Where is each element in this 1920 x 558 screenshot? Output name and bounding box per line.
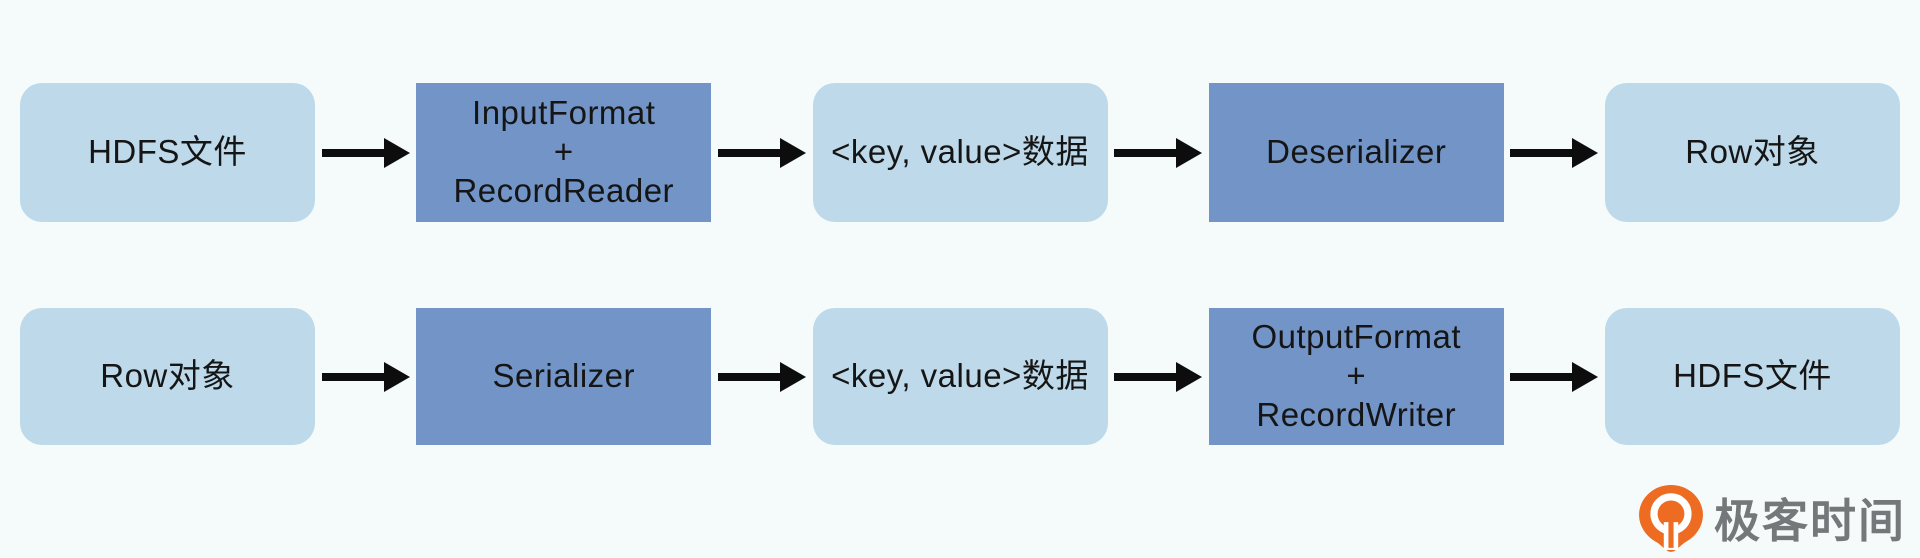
flow-arrow-cell [1504,308,1605,445]
geektime-logo-text: 极客时间 [1714,495,1906,547]
deserialization-flow-row: HDFS文件 InputFormat + RecordReader <key, … [20,83,1900,222]
node-row-object: Row对象 [1605,83,1900,222]
flow-arrow-cell [1108,83,1209,222]
node-serializer: Serializer [416,308,712,445]
right-arrow-icon [717,137,806,168]
node-hdfs-file: HDFS文件 [1605,308,1900,445]
geektime-logo: 极客时间 [1638,484,1906,552]
flow-arrow-cell [711,83,812,222]
right-arrow-icon [1114,361,1203,392]
right-arrow-icon [321,137,410,168]
flow-arrow-cell [1504,83,1605,222]
node-hdfs-file: HDFS文件 [20,83,315,222]
right-arrow-icon [321,361,410,392]
flow-arrow-cell [711,308,812,445]
right-arrow-icon [717,361,806,392]
right-arrow-icon [1114,137,1203,168]
node-outputformat-recordwriter: OutputFormat + RecordWriter [1208,308,1504,445]
flow-arrow-cell [1108,308,1209,445]
node-key-value-data: <key, value>数据 [812,83,1108,222]
geektime-pin-arrow-icon [1639,485,1703,552]
node-inputformat-recordreader: InputFormat + RecordReader [416,83,712,222]
right-arrow-icon [1510,361,1599,392]
right-arrow-icon [1510,137,1599,168]
flow-arrow-cell [315,83,416,222]
node-row-object: Row对象 [20,308,315,445]
flow-arrow-cell [315,308,416,445]
node-deserializer: Deserializer [1208,83,1504,222]
node-key-value-data: <key, value>数据 [812,308,1108,445]
serialization-flow-row: Row对象 Serializer <key, value>数据 OutputFo… [20,308,1900,445]
